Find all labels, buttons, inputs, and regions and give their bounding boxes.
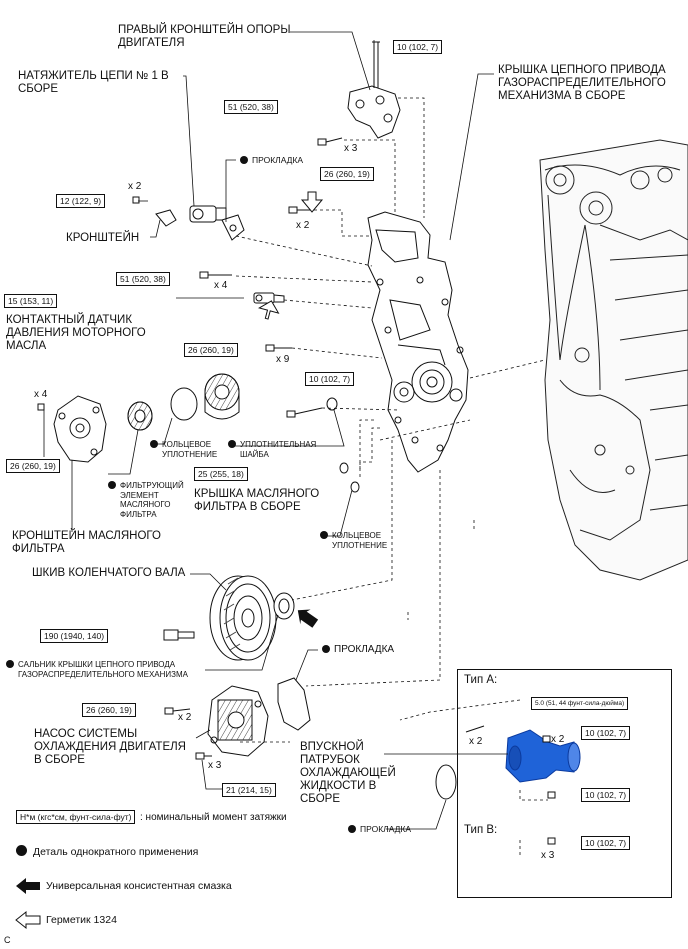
torque-cover-bolt-x9: 26 (260, 19) <box>184 343 238 357</box>
torque-typeB: 10 (102, 7) <box>581 836 631 850</box>
bolt-icons <box>37 137 556 845</box>
chain-tensioner-illustration <box>155 205 245 241</box>
single-use-dot-icon <box>240 156 248 164</box>
arrow-icons <box>15 191 324 930</box>
sealant-arrow-icon <box>300 191 324 213</box>
bracket-label: КРОНШТЕЙН <box>66 232 140 244</box>
torque-switch: 15 (153, 11) <box>4 294 58 308</box>
torque-cover-bolt-10: 10 (102, 7) <box>305 372 355 386</box>
timing-cover-illustration <box>367 211 469 473</box>
gasket-1-label: ПРОКЛАДКА <box>240 155 303 165</box>
torque-mount-stud: 10 (102, 7) <box>393 40 443 54</box>
legend-torque-box: Н*м (кгс*см, фунт-сила-фут) <box>16 810 136 824</box>
legend-grease-arrow-icon <box>16 878 40 894</box>
type-b-label: Тип B: <box>464 824 498 836</box>
gasket-2-label: ПРОКЛАДКА <box>322 645 394 655</box>
legend-single-use: Деталь однократного применения <box>16 845 198 859</box>
qty-pump-x3: x 3 <box>208 760 222 771</box>
corner-code: C <box>4 935 11 945</box>
oil-filter-bracket-illustration <box>53 395 107 463</box>
o-ring-small-b <box>350 481 360 493</box>
single-use-dot-icon <box>320 531 328 539</box>
qty-mount: x 3 <box>344 143 358 154</box>
qty-filter: x 4 <box>34 389 48 400</box>
single-use-dot-icon <box>6 660 14 668</box>
washer-label: УПЛОТНИТЕЛЬНАЯ ШАЙБА <box>228 440 316 459</box>
single-use-dot-icon <box>322 645 330 653</box>
o-ring-1-label: КОЛЬЦЕВОЕ УПЛОТНЕНИЕ <box>150 440 217 459</box>
water-pump-illustration <box>207 685 269 757</box>
single-use-dot-icon <box>228 440 236 448</box>
torque-typeA-nut: 10 (102, 7) <box>581 726 631 740</box>
qty-tensioner: x 2 <box>128 181 142 192</box>
torque-cover-bolt-x4: 51 (520, 38) <box>116 272 170 286</box>
grease-arrow-icon <box>297 609 319 628</box>
pump-gasket-illustration <box>277 677 311 731</box>
washer-illustration <box>326 397 338 411</box>
pulley-bolt-illustration <box>163 629 195 641</box>
legend-sealant-arrow-icon <box>15 910 41 930</box>
leader-lines <box>43 31 508 830</box>
engine-mount-bracket-illustration <box>347 41 401 139</box>
torque-pump-x3: 21 (214, 15) <box>222 783 276 797</box>
type-a-label: Тип A: <box>464 674 498 686</box>
torque-tensioner-nut: 12 (122, 9) <box>56 194 106 208</box>
legend-single-use-dot-icon <box>16 845 27 856</box>
type-panel <box>457 669 672 898</box>
o-ring-1-illustration <box>170 387 198 421</box>
filter-cap-illustration <box>204 373 240 420</box>
torque-mount-bolt: 51 (520, 38) <box>224 100 278 114</box>
torque-filter-cap: 25 (255, 18) <box>194 467 248 481</box>
filter-element-label: ФИЛЬТРУЮЩИЙ ЭЛЕМЕНТ МАСЛЯНОГО ФИЛЬТРА <box>108 481 184 519</box>
torque-typeA-stud: 5.0 (51, 44 фунт-сила-дюйма) <box>531 697 629 710</box>
o-ring-small-a <box>339 462 349 474</box>
sealant-arrow-2-icon <box>258 300 280 320</box>
oil-seal-label: САЛЬНИК КРЫШКИ ЦЕПНОГО ПРИВОДА ГАЗОРАСПР… <box>6 660 188 679</box>
oil-pressure-switch-illustration <box>253 292 285 304</box>
crank-pulley-illustration <box>209 575 277 661</box>
dashed-lines <box>235 40 548 855</box>
qty-pump-x2: x 2 <box>178 712 192 723</box>
torque-typeA-bolt: 10 (102, 7) <box>581 788 631 802</box>
torque-cover-bolt-x2: 26 (260, 19) <box>320 167 374 181</box>
legend-torque-text: : номинальный момент затяжки <box>140 812 287 823</box>
qty-cover-x4: x 4 <box>214 280 228 291</box>
torque-pulley: 190 (1940, 140) <box>40 629 109 643</box>
engine-block-illustration <box>539 139 688 581</box>
single-use-dot-icon <box>150 440 158 448</box>
legend-sealant: Герметик 1324 <box>46 914 117 926</box>
qty-cover-x9: x 9 <box>276 354 290 365</box>
torque-pump-x2: 26 (260, 19) <box>82 703 136 717</box>
qty-typeA-stud: x 2 <box>469 736 483 747</box>
qty-typeA-nut: x 2 <box>551 734 565 745</box>
filter-element-illustration <box>127 401 153 431</box>
oil-seal-illustration <box>273 592 295 620</box>
single-use-dot-icon <box>348 825 356 833</box>
o-ring-2-label: КОЛЬЦЕВОЕ УПЛОТНЕНИЕ <box>320 531 387 550</box>
qty-typeB: x 3 <box>541 850 555 861</box>
single-use-dot-icon <box>108 481 116 489</box>
gasket-3-label: ПРОКЛАДКА <box>348 824 411 834</box>
crank-pulley-label: ШКИВ КОЛЕНЧАТОГО ВАЛА <box>32 567 186 579</box>
inlet-gasket-illustration <box>435 764 457 800</box>
water-inlet-illustration <box>505 729 581 783</box>
legend-grease: Универсальная консистентная смазка <box>46 880 232 892</box>
qty-cover-x2: x 2 <box>296 220 310 231</box>
torque-filter-bracket: 26 (260, 19) <box>6 459 60 473</box>
